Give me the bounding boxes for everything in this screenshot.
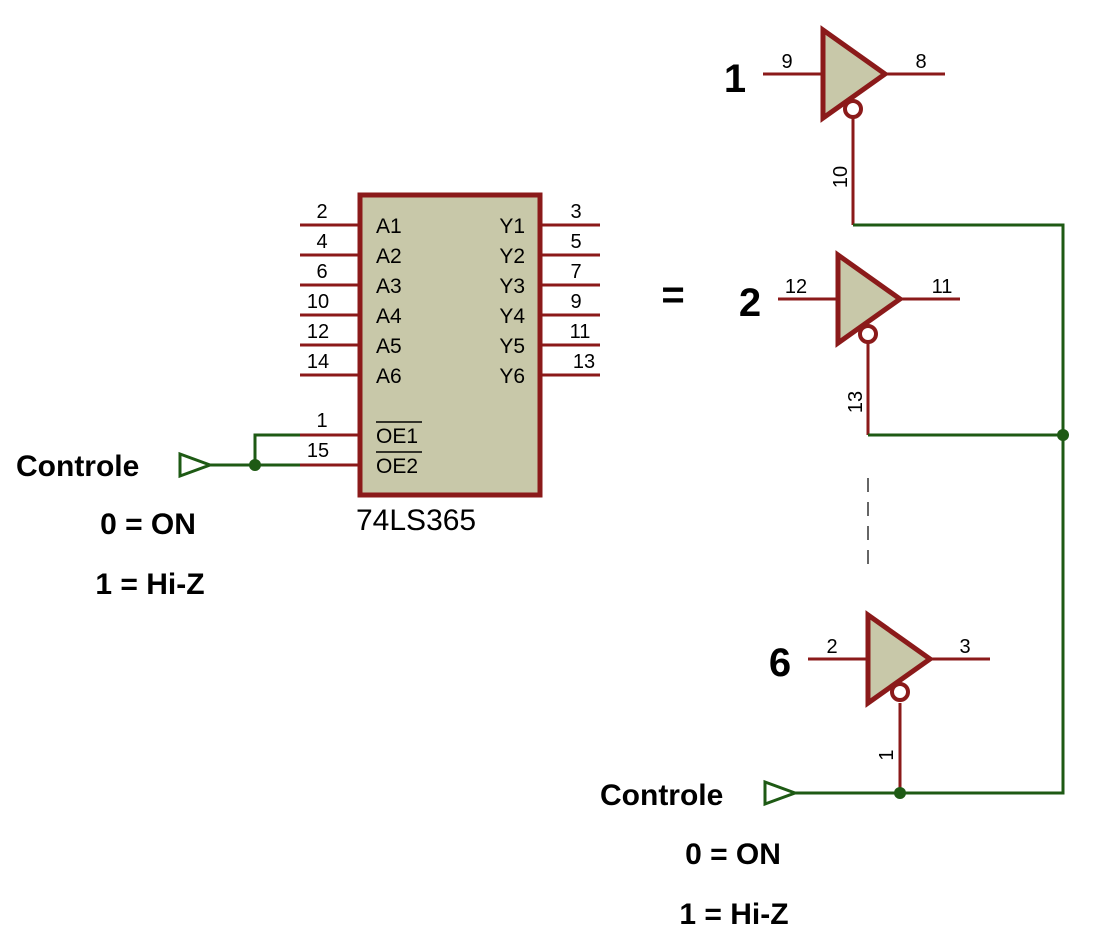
- pin-label: A2: [376, 245, 402, 268]
- pin-label: Y5: [499, 335, 525, 358]
- pin-number: 14: [307, 351, 329, 373]
- pin-label: A6: [376, 365, 402, 388]
- pin-label: A5: [376, 335, 402, 358]
- buffer-triangle: [835, 250, 905, 348]
- buffer-1: [763, 25, 945, 225]
- inverter-bubble: [890, 682, 910, 702]
- buffer-2: [778, 250, 960, 435]
- junction-dot: [894, 787, 906, 799]
- chip-body: [357, 192, 543, 498]
- control-port-right: [763, 779, 800, 807]
- pin-number: 13: [845, 391, 867, 413]
- pin-label: Y4: [499, 305, 525, 328]
- junction-dot: [249, 459, 261, 471]
- buffer-triangle: [865, 610, 935, 708]
- buffer-index: 6: [769, 641, 791, 685]
- buffer-index: 2: [739, 281, 761, 325]
- pin-number: 1: [316, 410, 327, 432]
- pin-number: 3: [570, 201, 581, 223]
- control-state-off-left: 1 = Hi-Z: [95, 568, 204, 601]
- left-control-wiring: [178, 433, 300, 479]
- pin-label: OE2: [376, 455, 418, 478]
- control-label-left: Controle: [16, 450, 139, 483]
- pin-number: 9: [781, 51, 792, 73]
- equals-sign: =: [661, 273, 684, 317]
- pin-label: Y6: [499, 365, 525, 388]
- pin-label: Y3: [499, 275, 525, 298]
- inverter-bubble: [843, 99, 863, 119]
- pin-label: A4: [376, 305, 402, 328]
- pin-number: 6: [316, 261, 327, 283]
- pin-label: Y1: [499, 215, 525, 238]
- buffer-triangle: [820, 25, 890, 123]
- pin-number: 9: [570, 291, 581, 313]
- pin-number: 5: [570, 231, 581, 253]
- pin-number: 11: [932, 276, 953, 298]
- pin-label: A1: [376, 215, 402, 238]
- control-state-on-left: 0 = ON: [100, 508, 196, 541]
- pin-number: 2: [316, 201, 327, 223]
- pin-number: 12: [785, 276, 807, 298]
- chip-74ls365: 2 4 6 10 12 14 3 5 7 9 11 13 1 15 A1 A2 …: [300, 192, 600, 537]
- pin-label: Y2: [499, 245, 525, 268]
- pin-number: 10: [307, 291, 329, 313]
- pin-number: 4: [316, 231, 327, 253]
- control-state-on-right: 0 = ON: [685, 838, 781, 871]
- pin-number: 1: [876, 749, 898, 760]
- pin-number: 2: [826, 636, 837, 658]
- pin-number: 11: [570, 321, 591, 343]
- inverter-bubble: [858, 324, 878, 344]
- control-port-left: [178, 451, 215, 479]
- pin-number: 12: [307, 321, 329, 343]
- control-label-right: Controle: [600, 779, 723, 812]
- buffer-6: [808, 610, 990, 793]
- pin-number: 3: [959, 636, 970, 658]
- pin-label: A3: [376, 275, 402, 298]
- pin-number: 8: [915, 51, 926, 73]
- control-state-off-right: 1 = Hi-Z: [679, 898, 788, 931]
- buffer-index: 1: [724, 57, 746, 101]
- right-control-wiring: [763, 223, 1069, 807]
- pin-number: 13: [573, 351, 595, 373]
- pin-number: 15: [307, 440, 329, 462]
- junction-dot: [1057, 429, 1069, 441]
- pin-number: 10: [830, 166, 852, 188]
- pin-label: OE1: [376, 425, 418, 448]
- pin-number: 7: [570, 261, 581, 283]
- chip-name: 74LS365: [356, 504, 476, 537]
